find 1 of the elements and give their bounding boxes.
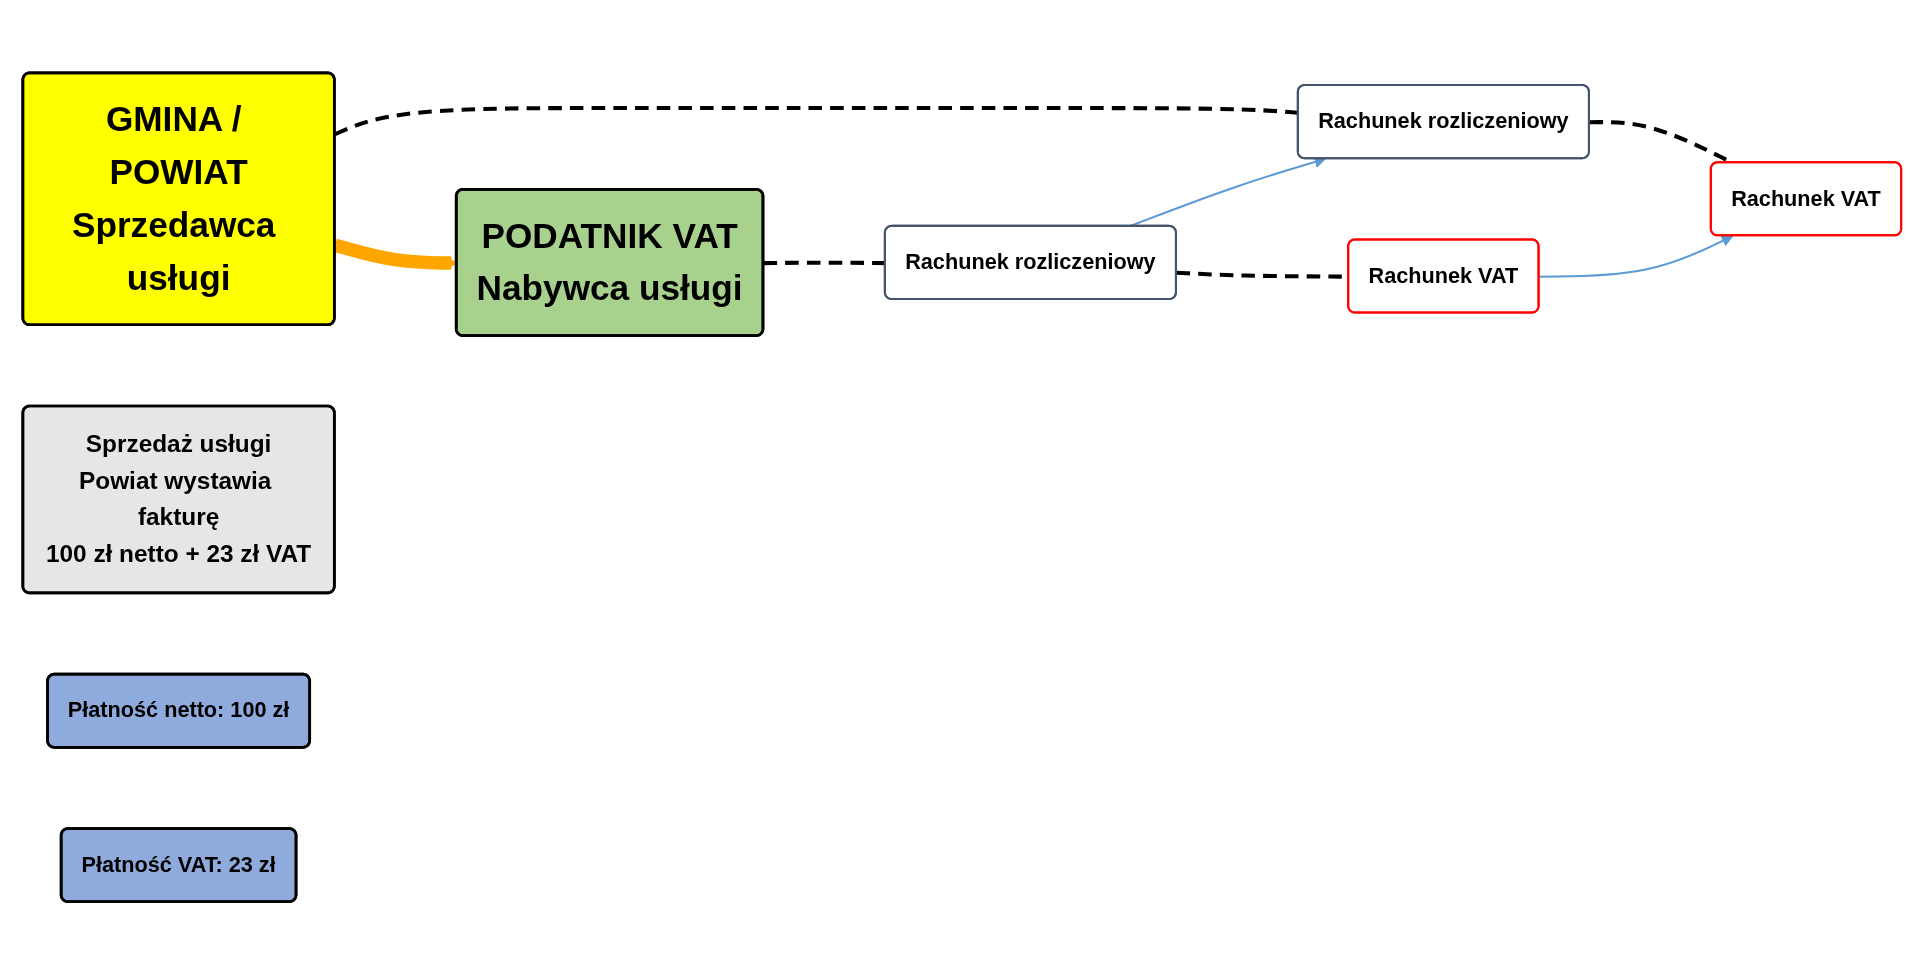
arrow [1538,235,1733,278]
